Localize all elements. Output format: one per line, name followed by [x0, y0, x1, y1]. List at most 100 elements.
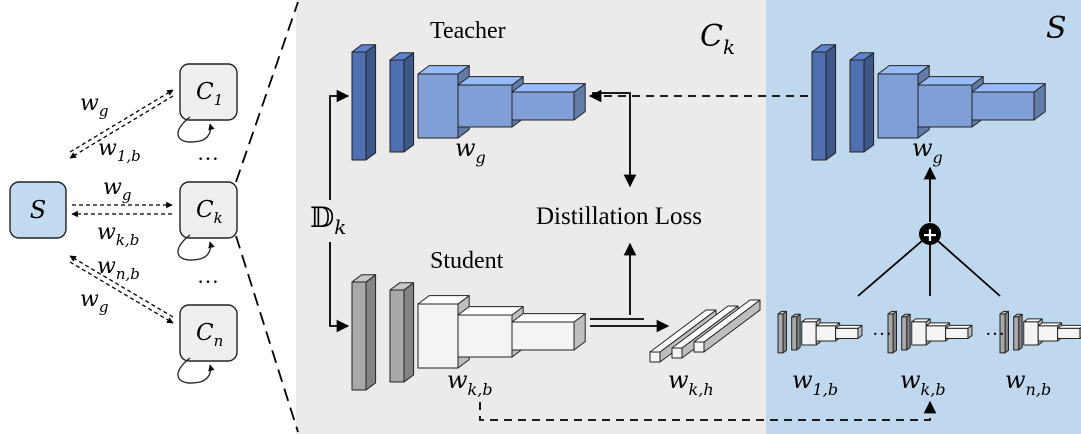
model-1-layer-2 [796, 313, 801, 351]
arrow-teacher-to-loss [592, 92, 637, 188]
student-layer-2 [403, 282, 415, 383]
model-n-label: wn,b [1005, 366, 1051, 399]
teacher-network [351, 44, 586, 161]
global-layer-2 [849, 59, 865, 153]
arrow-dataset-to-teacher [329, 89, 350, 200]
model-n-layer-3 [1023, 321, 1039, 346]
model-1-label: w1,b [792, 366, 838, 399]
global-layer-4 [917, 84, 973, 128]
teacher-layer-4 [457, 84, 513, 128]
self-update-loop-n [177, 357, 215, 384]
teacher-weight-label: wg [455, 134, 486, 167]
student-layer-1 [365, 274, 377, 391]
model-k-layer-5 [945, 327, 969, 339]
teacher-label: Teacher [430, 18, 506, 44]
global-layer-1 [811, 51, 827, 161]
teacher-layer-2 [389, 59, 405, 153]
client-n-label: Cn [196, 320, 223, 350]
arrow-dataset-to-student [329, 242, 350, 333]
client-k-label: Ck [196, 197, 223, 227]
client-node-k: Ck [177, 181, 238, 261]
client-ellipsis-top: … [197, 140, 219, 165]
label-w1b: w1,b [98, 136, 141, 165]
model-k-layer-3 [911, 321, 927, 346]
server-panel-label: S [1046, 11, 1067, 46]
model-n-layer-2 [1013, 316, 1020, 351]
client-node-1: C1 [177, 63, 238, 143]
self-update-loop-1 [177, 116, 215, 143]
head-layer-3 [693, 341, 705, 353]
model-n-layer-5 [1057, 327, 1081, 339]
arrow-server-to-cn [69, 261, 174, 324]
client-models [777, 310, 1081, 354]
model-1-layer-1 [777, 313, 784, 354]
dataset-label: 𝔻k [310, 201, 346, 239]
model-n-layer-1 [999, 313, 1006, 354]
zoom-line-bottom [235, 235, 299, 433]
student-label: Student [430, 248, 504, 274]
student-layer-2 [389, 289, 405, 383]
model-k-layer-4 [925, 325, 947, 342]
teacher-layer-3 [417, 73, 459, 139]
client-node-n: Cn [177, 304, 238, 384]
client-ellipsis-bottom: … [197, 263, 219, 288]
teacher-layer-4 [457, 76, 524, 86]
server-label: S [30, 196, 46, 224]
aggregate-line-1 [857, 233, 931, 297]
student-network [351, 274, 586, 391]
label-wnb: wn,b [97, 254, 140, 283]
teacher-layer-1 [365, 44, 377, 161]
global-layer-2 [863, 52, 875, 153]
model-1-layer-5 [835, 327, 859, 339]
model-k-layer-1 [887, 313, 894, 354]
model-1-layer-4 [815, 325, 837, 342]
student-head-layers [649, 299, 761, 363]
student-layer-5 [511, 321, 575, 351]
arrow-c1-to-server [69, 95, 174, 159]
model-n-layer-4 [1037, 325, 1059, 342]
student-layer-4 [457, 306, 524, 316]
label-wg-c1: wg [80, 91, 108, 120]
dots-1: … [872, 318, 892, 340]
student-layer-5 [511, 313, 586, 323]
student-layer-1 [351, 281, 367, 391]
global-layer-5 [971, 83, 1046, 93]
label-wg-ck: wg [103, 175, 131, 204]
aggregate-plus-symbol: + [922, 224, 938, 246]
model-1-layer-2 [791, 316, 798, 351]
global-network [811, 44, 1046, 161]
head-layer-2 [671, 347, 683, 359]
self-update-loop-k [177, 234, 215, 261]
arrow-student-weights-to-server [479, 400, 937, 421]
model-n-layer-2 [1018, 313, 1023, 351]
teacher-layer-2 [403, 52, 415, 153]
global-weight-label: wg [912, 134, 943, 167]
model-1-layer-3 [801, 321, 817, 346]
teacher-layer-5 [511, 83, 586, 93]
model-k-layer-2 [906, 313, 911, 351]
student-weight-label: wk,b [447, 366, 493, 399]
global-layer-5 [971, 91, 1035, 121]
model-n-layer-1 [1004, 310, 1009, 354]
head-layer-1 [649, 351, 661, 363]
head-weight-label: wk,h [668, 366, 714, 399]
arrow-server-to-c1 [69, 89, 174, 153]
student-layer-4 [457, 314, 513, 358]
global-layer-4 [917, 76, 984, 86]
client-panel-label: Ck [700, 19, 735, 59]
global-layer-1 [825, 44, 837, 161]
arrow-cn-to-server [69, 255, 174, 318]
distillation-loss-label: Distillation Loss [536, 203, 702, 230]
model-k-layer-2 [901, 316, 908, 351]
zoom-line-top [235, 1, 299, 183]
model-k-label: wk,b [900, 366, 946, 399]
model-1-layer-1 [782, 310, 787, 354]
dots-2: … [985, 318, 1005, 340]
student-layer-3 [417, 303, 459, 369]
global-layer-3 [877, 73, 919, 139]
label-wg-cn: wg [80, 287, 108, 316]
client-1-label: C1 [196, 79, 223, 109]
aggregate-plus-icon [919, 223, 941, 245]
model-k-layer-1 [892, 310, 897, 354]
